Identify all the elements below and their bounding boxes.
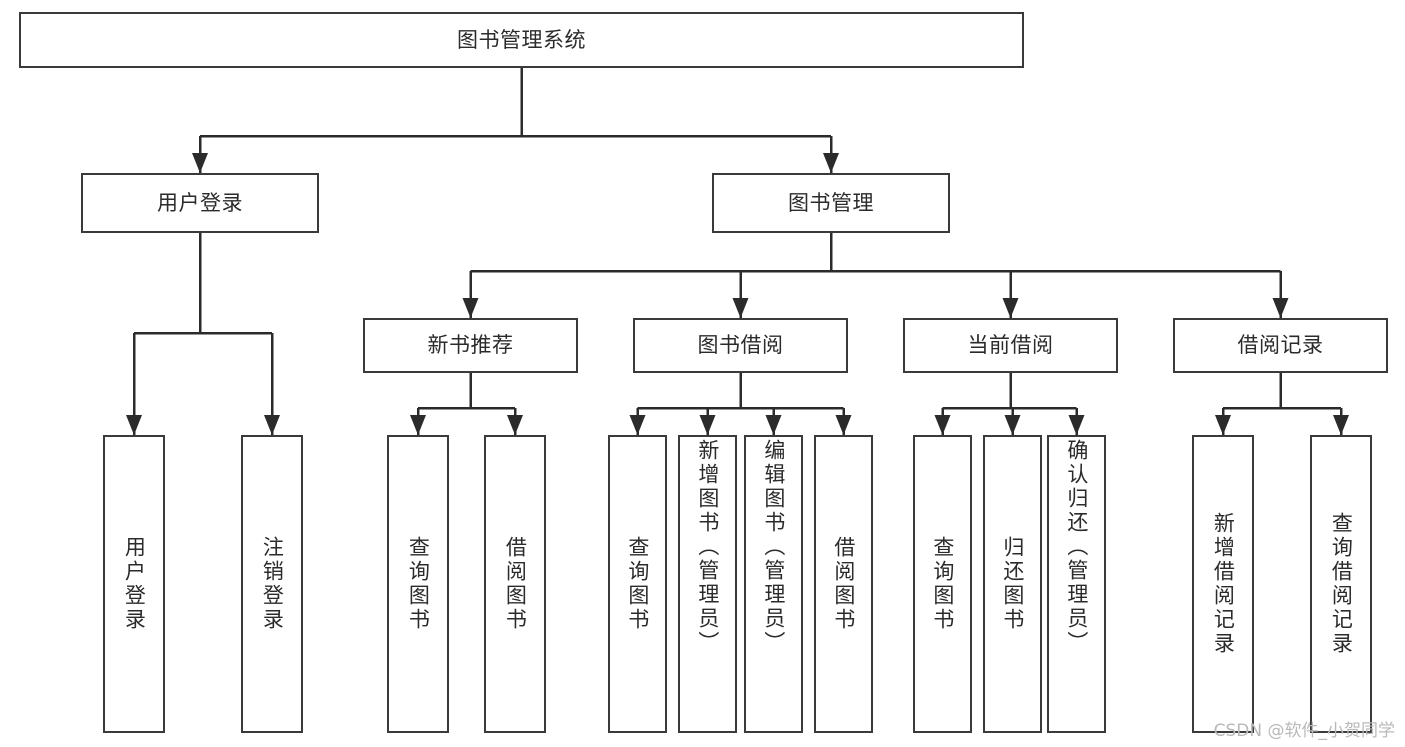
node-label: 查询图书 xyxy=(625,536,650,632)
node-label: 查询图书 xyxy=(930,536,955,632)
watermark: CSDN @软件_小贺同学 xyxy=(1213,721,1395,741)
edge-arrowhead xyxy=(1002,298,1019,318)
edge-arrowhead xyxy=(1215,415,1231,435)
node-l-qbook3[interactable]: 查询图书 xyxy=(913,435,972,733)
edge-arrowhead xyxy=(629,415,646,435)
edge-arrowhead xyxy=(1272,298,1289,318)
edge-arrowhead xyxy=(1068,415,1085,435)
edge-arrowhead xyxy=(264,415,280,435)
node-label: 当前借阅 xyxy=(967,333,1054,358)
node-label: 用户登录 xyxy=(122,536,147,632)
node-l-addbook[interactable]: 新增图书（管理员） xyxy=(678,435,737,733)
node-label: 借阅图书 xyxy=(831,536,856,632)
node-l-return[interactable]: 归还图书 xyxy=(983,435,1042,733)
edge-arrowhead xyxy=(765,415,782,435)
edge-arrowhead xyxy=(126,415,142,435)
node-root[interactable]: 图书管理系统 xyxy=(19,12,1024,68)
node-label: 编辑图书（管理员） xyxy=(761,439,786,655)
edge-arrowhead xyxy=(192,153,208,173)
edge-arrowhead xyxy=(410,415,426,435)
node-l-logout[interactable]: 注销登录 xyxy=(241,435,303,733)
node-label: 注销登录 xyxy=(260,536,285,632)
node-l-login[interactable]: 用户登录 xyxy=(103,435,165,733)
node-label: 图书管理系统 xyxy=(457,27,586,52)
node-l-qbook2[interactable]: 查询图书 xyxy=(608,435,667,733)
node-label: 查询借阅记录 xyxy=(1329,512,1354,656)
node-label: 用户登录 xyxy=(157,190,243,215)
node-records[interactable]: 借阅记录 xyxy=(1173,318,1388,373)
node-label: 借阅图书 xyxy=(503,536,528,632)
node-l-qbook1[interactable]: 查询图书 xyxy=(387,435,449,733)
node-label: 确认归还（管理员） xyxy=(1064,439,1089,655)
node-bookmgmt[interactable]: 图书管理 xyxy=(712,173,950,233)
edge-arrowhead xyxy=(823,153,839,173)
node-label: 新书推荐 xyxy=(427,333,514,358)
node-label: 图书借阅 xyxy=(697,333,784,358)
edge-arrowhead xyxy=(835,415,852,435)
node-l-addrec[interactable]: 新增借阅记录 xyxy=(1192,435,1254,733)
node-newbooks[interactable]: 新书推荐 xyxy=(363,318,578,373)
node-label: 查询图书 xyxy=(406,536,431,632)
node-l-qrec[interactable]: 查询借阅记录 xyxy=(1310,435,1372,733)
edge-arrowhead xyxy=(507,415,523,435)
node-label: 新增图书（管理员） xyxy=(695,439,720,655)
node-label: 归还图书 xyxy=(1000,536,1025,632)
node-l-editbook[interactable]: 编辑图书（管理员） xyxy=(744,435,803,733)
node-borrow[interactable]: 图书借阅 xyxy=(633,318,848,373)
edge-arrowhead xyxy=(699,415,716,435)
node-l-bbook1[interactable]: 借阅图书 xyxy=(484,435,546,733)
node-label: 图书管理 xyxy=(788,190,874,215)
node-label: 借阅记录 xyxy=(1237,333,1324,358)
edge-arrowhead xyxy=(934,415,951,435)
node-label: 新增借阅记录 xyxy=(1211,512,1236,656)
node-l-confirm[interactable]: 确认归还（管理员） xyxy=(1047,435,1106,733)
edge-arrowhead xyxy=(1004,415,1021,435)
edge-arrowhead xyxy=(1333,415,1349,435)
node-current[interactable]: 当前借阅 xyxy=(903,318,1118,373)
node-l-bbook2[interactable]: 借阅图书 xyxy=(814,435,873,733)
edge-arrowhead xyxy=(732,298,749,318)
node-login[interactable]: 用户登录 xyxy=(81,173,319,233)
edge-arrowhead xyxy=(462,298,479,318)
